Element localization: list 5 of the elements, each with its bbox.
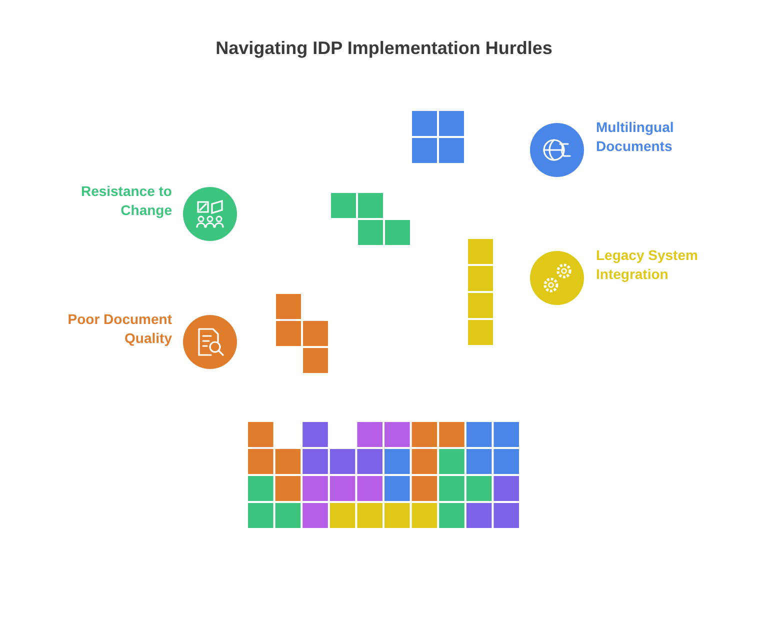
hurdle-label: Resistance to Change xyxy=(80,182,172,220)
hurdle-label: Poor Document Quality xyxy=(66,310,172,348)
hurdle-label: Legacy System Integration xyxy=(596,246,699,284)
title: Navigating IDP Implementation Hurdles xyxy=(214,38,554,59)
hurdle-label: Multilingual Documents xyxy=(596,118,675,156)
